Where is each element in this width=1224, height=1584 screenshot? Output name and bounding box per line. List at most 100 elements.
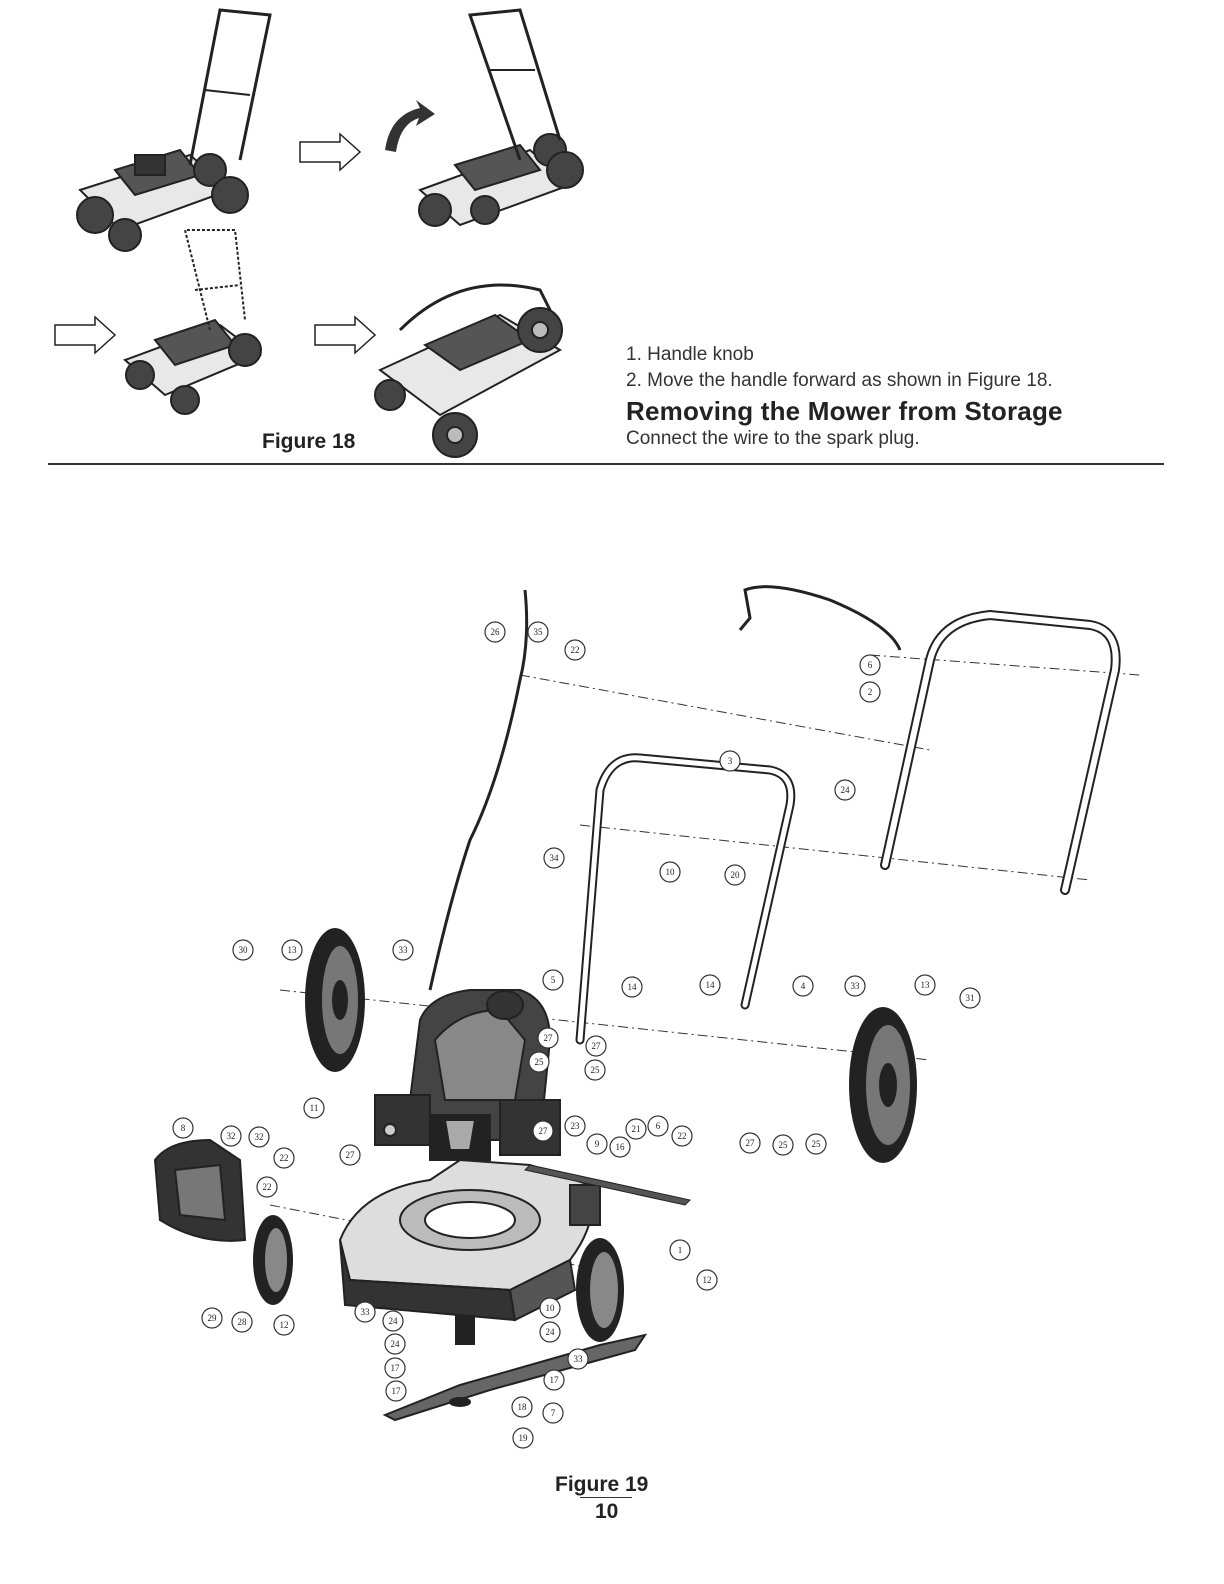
arrow-right-icon-1 <box>299 132 362 172</box>
part-callout-33: 33 <box>567 1348 589 1370</box>
part-callout-24: 24 <box>384 1333 406 1355</box>
svg-text:24: 24 <box>841 785 851 795</box>
rear-wheel-right <box>849 1007 917 1163</box>
svg-text:17: 17 <box>392 1386 402 1396</box>
figure-18-illustration <box>40 0 600 470</box>
svg-text:9: 9 <box>595 1139 600 1149</box>
part-callout-10: 10 <box>539 1297 561 1319</box>
svg-text:1: 1 <box>678 1245 683 1255</box>
page-number-rule <box>580 1497 632 1498</box>
part-callout-12: 12 <box>696 1269 718 1291</box>
lower-handle <box>575 753 796 1045</box>
svg-text:30: 30 <box>239 945 249 955</box>
part-callout-32: 32 <box>248 1126 270 1148</box>
svg-text:18: 18 <box>518 1402 528 1412</box>
part-callout-12: 12 <box>273 1314 295 1336</box>
part-callout-33: 33 <box>844 975 866 997</box>
svg-text:26: 26 <box>491 627 501 637</box>
part-callout-5: 5 <box>542 969 564 991</box>
mower-deck <box>338 1158 601 1322</box>
blade-adapter <box>455 1315 475 1345</box>
step-2-text: 2. Move the handle forward as shown in F… <box>626 370 1053 391</box>
svg-text:27: 27 <box>539 1126 549 1136</box>
figure-18-caption: Figure 18 <box>262 430 356 453</box>
mower-drawing-3 <box>123 229 262 415</box>
svg-text:22: 22 <box>678 1131 687 1141</box>
svg-text:5: 5 <box>551 975 556 985</box>
part-callout-18: 18 <box>511 1396 533 1418</box>
part-callout-27: 27 <box>585 1035 607 1057</box>
upper-handle <box>880 609 1121 895</box>
svg-text:13: 13 <box>288 945 298 955</box>
svg-text:3: 3 <box>728 756 733 766</box>
svg-text:33: 33 <box>574 1354 584 1364</box>
svg-text:2: 2 <box>868 687 873 697</box>
front-wheel-right <box>576 1238 624 1342</box>
svg-text:25: 25 <box>812 1139 822 1149</box>
svg-text:24: 24 <box>389 1316 399 1326</box>
part-callout-26: 26 <box>484 621 506 643</box>
svg-text:28: 28 <box>238 1317 248 1327</box>
part-callout-19: 19 <box>512 1427 534 1449</box>
part-callout-6: 6 <box>859 654 881 676</box>
svg-text:31: 31 <box>966 993 975 1003</box>
part-callout-13: 13 <box>914 974 936 996</box>
svg-text:34: 34 <box>550 853 560 863</box>
part-callout-22: 22 <box>564 639 586 661</box>
svg-text:7: 7 <box>551 1408 556 1418</box>
part-callout-35: 35 <box>527 621 549 643</box>
svg-text:25: 25 <box>535 1057 545 1067</box>
rear-deflector <box>153 1138 247 1242</box>
figure-19-caption: Figure 19 <box>555 1473 649 1496</box>
part-callout-17: 17 <box>385 1380 407 1402</box>
part-callout-24: 24 <box>382 1310 404 1332</box>
svg-text:35: 35 <box>534 627 544 637</box>
mower-drawing-2 <box>418 8 584 227</box>
part-callout-25: 25 <box>805 1133 827 1155</box>
part-callout-8: 8 <box>172 1117 194 1139</box>
part-callout-33: 33 <box>392 939 414 961</box>
svg-text:12: 12 <box>703 1275 712 1285</box>
part-callout-16: 16 <box>609 1136 631 1158</box>
svg-text:24: 24 <box>391 1339 401 1349</box>
part-callout-17: 17 <box>543 1369 565 1391</box>
svg-text:11: 11 <box>310 1103 319 1113</box>
svg-text:14: 14 <box>628 982 638 992</box>
part-callout-11: 11 <box>303 1097 325 1119</box>
part-callout-17: 17 <box>384 1357 406 1379</box>
arrow-right-icon-2 <box>54 315 117 355</box>
svg-text:32: 32 <box>227 1131 236 1141</box>
svg-text:21: 21 <box>632 1124 641 1134</box>
svg-text:27: 27 <box>592 1041 602 1051</box>
part-callout-20: 20 <box>724 864 746 886</box>
part-callout-10: 10 <box>659 861 681 883</box>
front-wheel-left <box>253 1215 293 1305</box>
svg-text:6: 6 <box>868 660 873 670</box>
svg-text:6: 6 <box>656 1121 661 1131</box>
svg-text:14: 14 <box>706 980 716 990</box>
part-callout-24: 24 <box>834 779 856 801</box>
part-callout-34: 34 <box>543 847 565 869</box>
arrow-right-icon-3 <box>314 315 377 355</box>
svg-text:27: 27 <box>346 1150 356 1160</box>
section-divider <box>48 463 1164 465</box>
svg-text:23: 23 <box>571 1121 581 1131</box>
svg-text:4: 4 <box>801 981 806 991</box>
svg-text:24: 24 <box>546 1327 556 1337</box>
control-bar <box>738 585 902 651</box>
svg-text:25: 25 <box>591 1065 601 1075</box>
svg-text:29: 29 <box>208 1313 218 1323</box>
svg-text:19: 19 <box>519 1433 529 1443</box>
svg-text:8: 8 <box>181 1123 186 1133</box>
svg-text:16: 16 <box>616 1142 626 1152</box>
svg-text:10: 10 <box>546 1303 556 1313</box>
page-number: 10 <box>595 1500 619 1523</box>
svg-text:12: 12 <box>280 1320 289 1330</box>
section-heading: Removing the Mower from Storage <box>626 396 1063 426</box>
part-callout-24: 24 <box>539 1321 561 1343</box>
part-callout-23: 23 <box>564 1115 586 1137</box>
rotate-arrow-icon <box>385 100 435 152</box>
part-callout-32: 32 <box>220 1125 242 1147</box>
engine <box>374 989 561 1161</box>
part-callout-27: 27 <box>739 1132 761 1154</box>
